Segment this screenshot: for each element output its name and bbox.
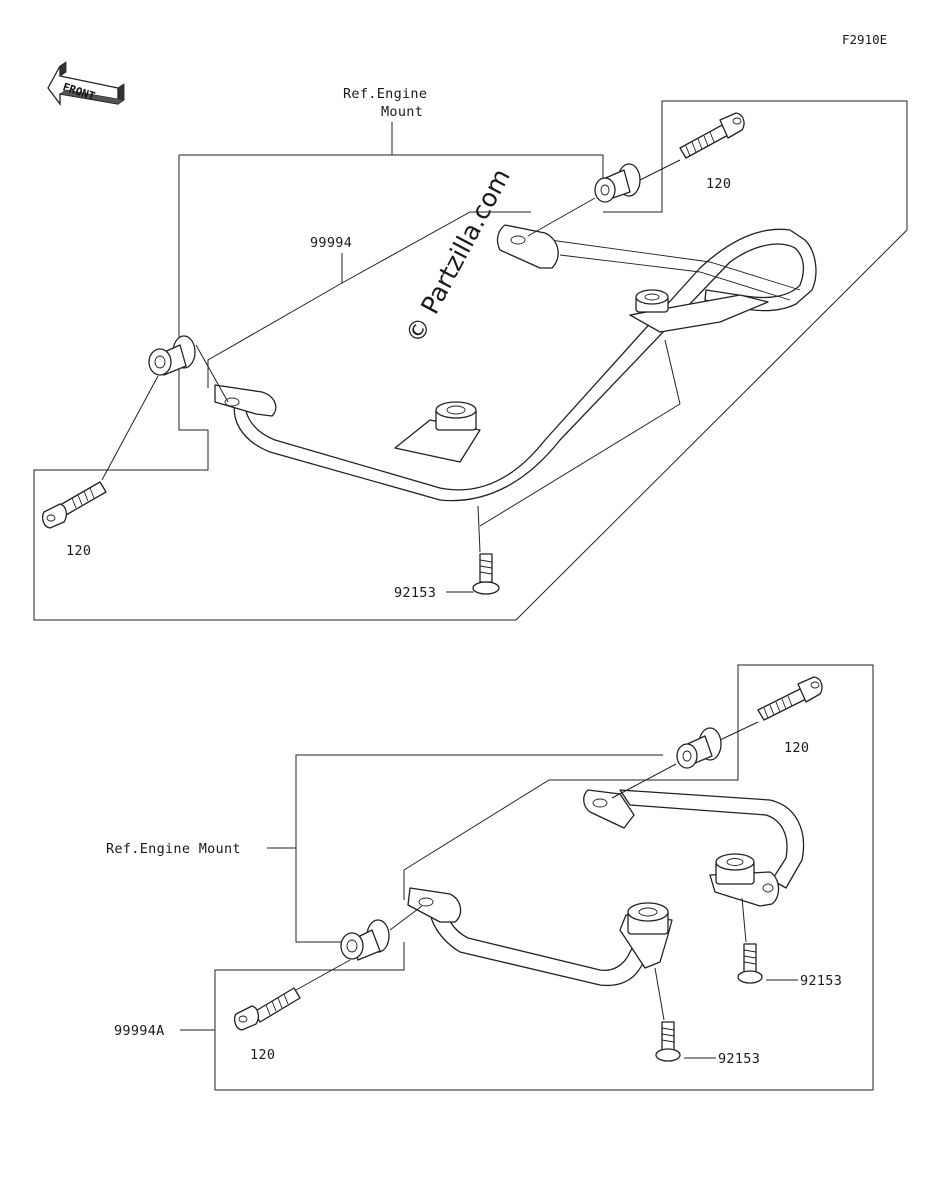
upper-guard-tube: [233, 228, 817, 502]
lower-left-mount-plate: [407, 887, 462, 923]
lower-screw-center-label: 92153: [718, 1051, 760, 1067]
lower-center-bush: [619, 902, 673, 969]
upper-bolt-left: [42, 481, 107, 529]
front-arrow-icon: FRONT: [47, 61, 125, 106]
lower-bolt-top: [757, 676, 823, 721]
lower-bolt-left: [234, 987, 301, 1031]
lower-bolt-top-label: 120: [784, 740, 809, 756]
lower-assembly-number: 99994A: [114, 1023, 165, 1039]
lower-rear-bush: [709, 853, 780, 907]
lower-guard-tube: [429, 904, 653, 987]
lower-collar-top: [676, 727, 722, 769]
upper-bolt-top-label: 120: [706, 176, 731, 192]
watermark: © Partzilla.com: [400, 164, 516, 348]
upper-ref-label-line2: Mount: [381, 104, 423, 120]
lower-bolt-left-label: 120: [250, 1047, 275, 1063]
lower-screw-center: [655, 1021, 681, 1062]
lower-collar-left: [340, 919, 390, 961]
lower-screw-right-label: 92153: [800, 973, 842, 989]
upper-screw-label: 92153: [394, 585, 436, 601]
lower-screw-right: [737, 943, 763, 984]
upper-assembly: Ref.Engine Mount 99994: [33, 86, 908, 621]
lower-assembly: Ref.Engine Mount: [106, 664, 874, 1091]
upper-assembly-number: 99994: [310, 235, 352, 251]
figure-code: F2910E: [842, 32, 887, 47]
upper-bolt-left-label: 120: [66, 543, 91, 559]
upper-center-bush: [394, 401, 481, 463]
upper-right-mount-plate: [496, 224, 559, 269]
upper-left-mount-plate: [214, 384, 277, 417]
upper-rear-plate: [629, 294, 769, 333]
upper-ref-label-line1: Ref.Engine: [343, 86, 427, 102]
lower-ref-label: Ref.Engine Mount: [106, 841, 241, 857]
upper-screw: [472, 553, 500, 595]
lower-rear-tube: [619, 789, 805, 889]
upper-bolt-top: [679, 112, 745, 159]
upper-collar-left: [148, 335, 196, 376]
upper-rear-bush: [635, 289, 669, 313]
upper-collar-top: [594, 163, 641, 203]
